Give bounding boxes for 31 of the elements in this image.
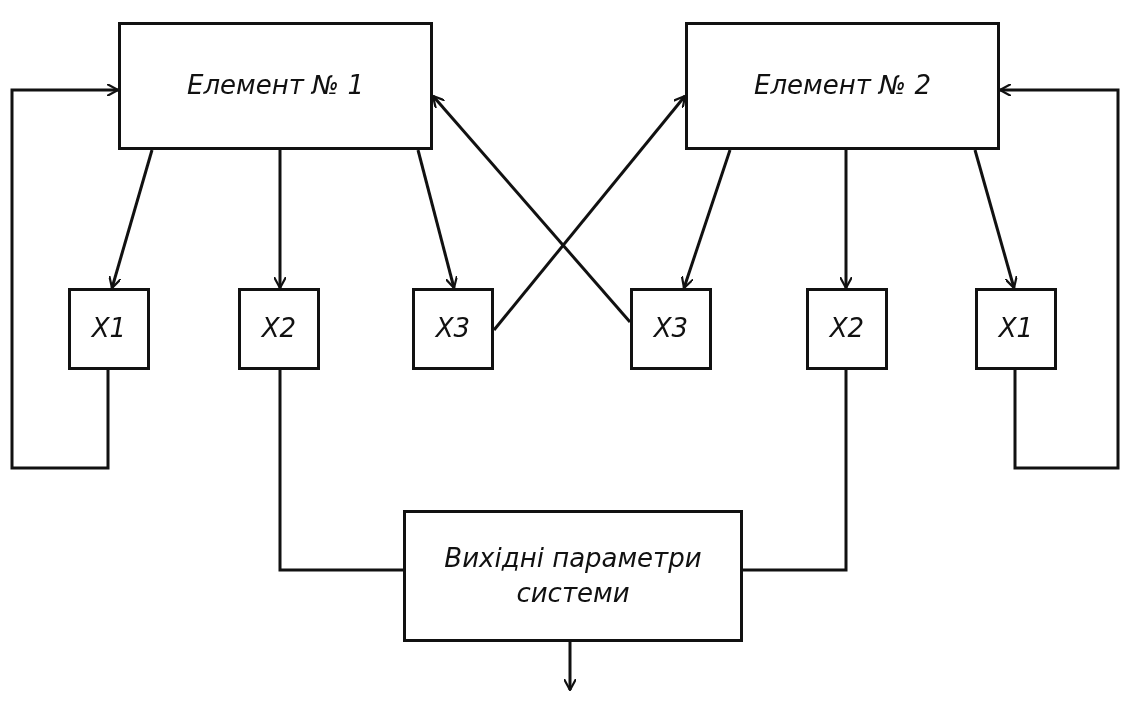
arrow	[492, 94, 687, 331]
element-box	[118, 22, 433, 150]
arrow	[680, 149, 732, 290]
arrow	[10, 82, 120, 470]
variable-box	[975, 288, 1057, 370]
node-label: X3	[435, 312, 471, 346]
element-box	[685, 22, 1000, 150]
arrow	[108, 149, 154, 290]
variable-box	[806, 288, 888, 370]
node-label: Елемент № 1	[187, 69, 364, 103]
arrow	[562, 642, 578, 692]
variable-box	[412, 288, 494, 370]
variable-box	[630, 288, 712, 370]
arrow	[838, 150, 854, 290]
arrow	[272, 150, 288, 290]
node-label: X2	[829, 312, 865, 346]
node-label: X3	[653, 312, 689, 346]
variable-box	[238, 288, 320, 370]
output-box	[403, 510, 743, 642]
node-label: X1	[91, 312, 127, 346]
node-label: Елемент № 2	[754, 69, 931, 103]
connector-line	[743, 370, 848, 572]
arrow	[431, 94, 632, 323]
arrow	[973, 149, 1018, 290]
node-label: X1	[998, 312, 1034, 346]
connector-line	[278, 370, 403, 572]
node-label: Вихідні параметри системи	[443, 541, 703, 610]
node-label: X2	[261, 312, 297, 346]
arrow	[998, 82, 1120, 470]
variable-box	[68, 288, 150, 370]
arrow	[416, 149, 459, 290]
